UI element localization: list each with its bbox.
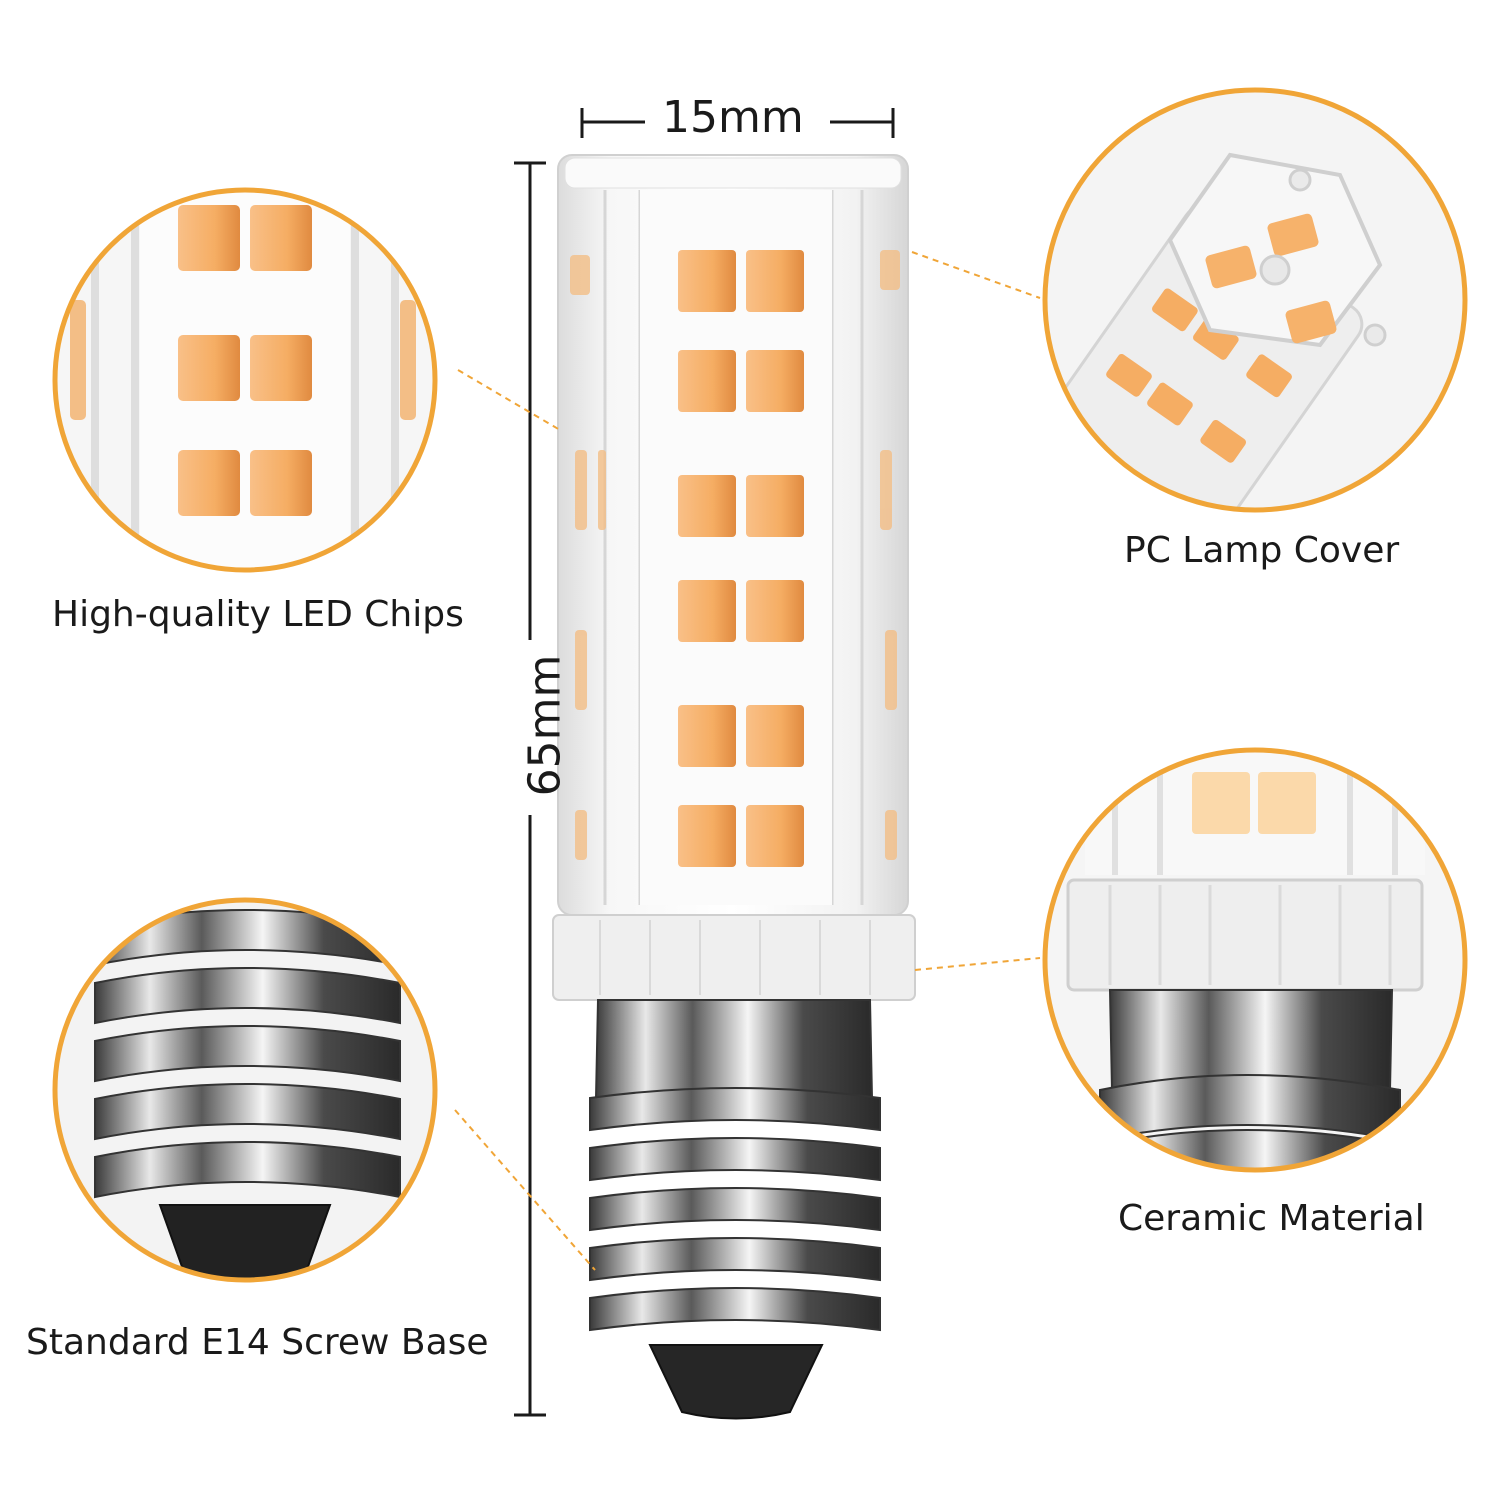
callout-circle-led-chips [52,187,438,573]
thread-ring [589,1237,881,1282]
led-chip [746,805,804,867]
callout-circle-screw-base [52,897,438,1283]
led-chip [746,580,804,642]
width-dimension-label: 15mm [662,92,804,143]
thread-ring [94,1025,401,1083]
led-chip [746,250,804,312]
led-chips-label: High-quality LED Chips [52,594,464,635]
metal-neck [594,999,874,1099]
thread-ring [589,1087,881,1132]
ceramic-collar [552,914,916,1001]
lamp-cover-label: PC Lamp Cover [1124,530,1400,571]
screw-base-label: Standard E14 Screw Base [26,1322,489,1363]
thread-ring [589,1287,881,1332]
height-dimension-label: 65mm [519,654,571,797]
led-chip [178,205,240,271]
width-dimension [580,108,895,138]
led-chip-array [678,250,804,867]
led-chip [746,350,804,412]
height-dimension [514,161,546,1417]
led-chip [178,335,240,401]
led-chip [746,705,804,767]
led-chip [678,475,736,537]
led-chip [678,705,736,767]
led-chip [678,350,736,412]
screw-threads [589,1087,881,1332]
callout-connectors [454,251,1041,1271]
bulb [552,154,916,1420]
thread-ring [94,1083,401,1141]
led-chip [678,580,736,642]
callout-circle-ceramic [1042,747,1468,1173]
led-chip [746,475,804,537]
thread-ring [589,1187,881,1232]
led-chip [250,335,312,401]
base-tip [648,1344,824,1420]
led-chip [678,250,736,312]
led-chip [678,805,736,867]
thread-ring [94,967,401,1025]
thread-ring [589,1137,881,1182]
callout-circle-lamp-cover [1042,87,1468,513]
led-chip [250,450,312,516]
led-chip [178,450,240,516]
led-chip [250,205,312,271]
ceramic-label: Ceramic Material [1118,1198,1425,1239]
